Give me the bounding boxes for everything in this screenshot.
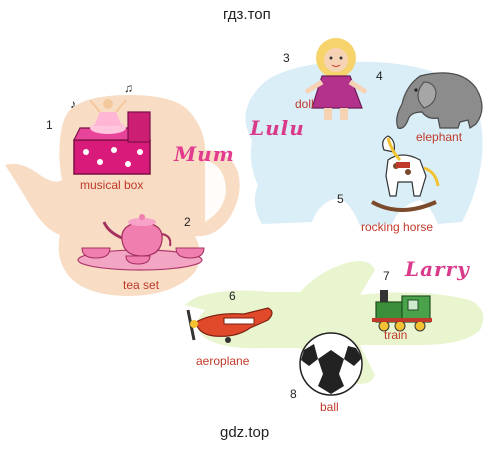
item-label-train: train — [384, 328, 408, 342]
svg-text:♪: ♪ — [70, 97, 76, 111]
tea-set-illustration — [77, 214, 205, 271]
svg-text:♫: ♫ — [124, 81, 133, 95]
aeroplane-illustration — [186, 307, 273, 343]
name-larry: Larry — [405, 257, 470, 281]
name-lulu: Lulu — [250, 116, 305, 140]
item-number-4: 4 — [376, 69, 383, 83]
item-number-3: 3 — [283, 51, 290, 65]
item-label-elephant: elephant — [416, 130, 463, 144]
item-number-1: 1 — [46, 118, 53, 132]
item-label-ball: ball — [320, 400, 339, 414]
item-number-7: 7 — [383, 269, 390, 283]
teapot-background — [5, 95, 240, 296]
item-label-doll: doll — [295, 97, 314, 111]
rocking-horse-illustration — [371, 135, 440, 212]
doll-illustration — [304, 38, 368, 120]
ball-illustration — [299, 332, 363, 396]
aeroplane-background — [185, 261, 484, 384]
item-number-2: 2 — [184, 215, 191, 229]
item-label-aeroplane: aeroplane — [196, 354, 250, 368]
item-label-musical-box: musical box — [80, 178, 144, 192]
train-illustration — [372, 290, 432, 332]
item-label-rocking-horse: rocking horse — [361, 220, 434, 234]
name-mum: Mum — [174, 142, 235, 166]
site-watermark-bottom: gdz.top — [220, 424, 270, 441]
item-number-8: 8 — [290, 387, 297, 401]
item-label-tea-set: tea set — [123, 278, 160, 292]
site-watermark-top: гдз.топ — [223, 6, 271, 23]
item-number-6: 6 — [229, 289, 236, 303]
item-number-5: 5 — [337, 192, 344, 206]
musical-box-illustration: ♪ ♫ — [70, 81, 151, 175]
elephant-illustration — [396, 72, 483, 129]
